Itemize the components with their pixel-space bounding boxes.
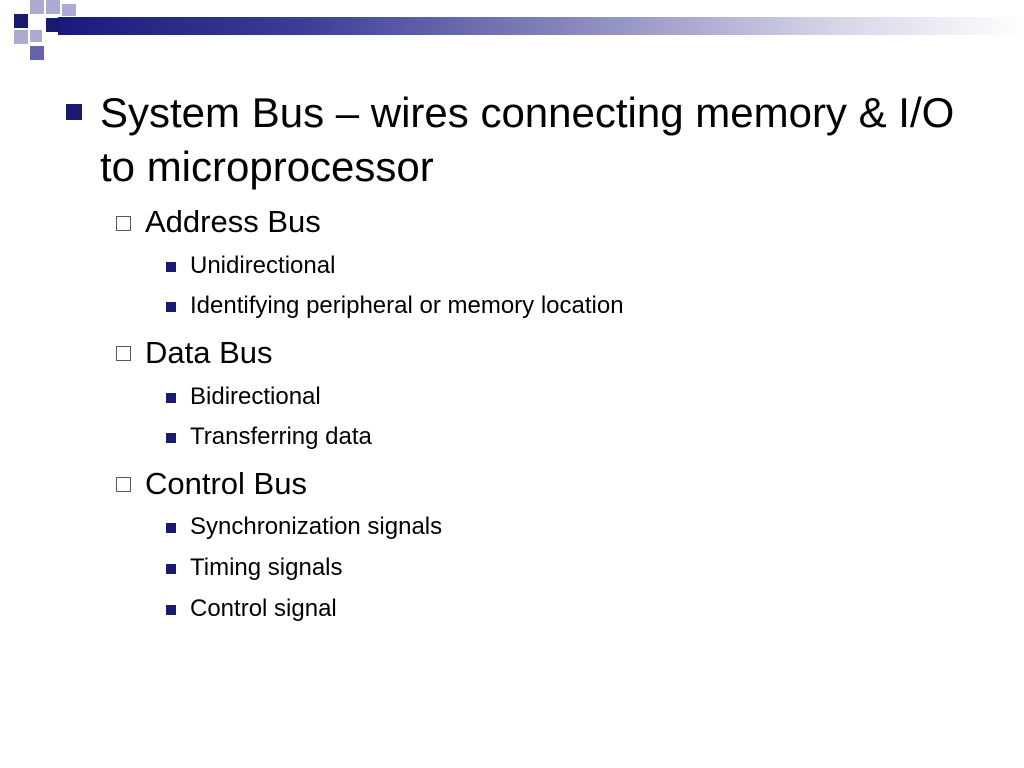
header-square-icon [46,0,60,14]
list-item: Unidirectional [190,252,336,279]
section-label: Control Bus [145,466,307,501]
header-square-icon [62,4,76,16]
square-bullet-icon [66,104,82,120]
square-bullet-icon [166,523,176,533]
main-point: System Bus – wires connecting memory & I… [100,89,955,190]
square-bullet-icon [166,262,176,272]
hollow-square-bullet-icon [116,346,131,361]
header-square-icon [46,18,58,32]
header-square-icon [14,14,28,28]
square-bullet-icon [166,564,176,574]
list-item: Transferring data [190,423,372,450]
list-item: Identifying peripheral or memory locatio… [190,292,624,319]
header-square-icon [30,30,42,42]
hollow-square-bullet-icon [116,477,131,492]
square-bullet-icon [166,302,176,312]
header-square-icon [30,46,44,60]
list-item: Bidirectional [190,383,321,410]
list-item: Timing signals [190,554,343,581]
hollow-square-bullet-icon [116,216,131,231]
header-gradient-bar [58,17,1024,35]
square-bullet-icon [166,433,176,443]
section-label: Data Bus [145,335,273,370]
list-item: Control signal [190,595,337,622]
square-bullet-icon [166,393,176,403]
section-label: Address Bus [145,204,321,239]
header-square-icon [30,0,44,14]
square-bullet-icon [166,605,176,615]
header-square-icon [14,30,28,44]
list-item: Synchronization signals [190,513,443,540]
header-decoration [0,0,1024,60]
